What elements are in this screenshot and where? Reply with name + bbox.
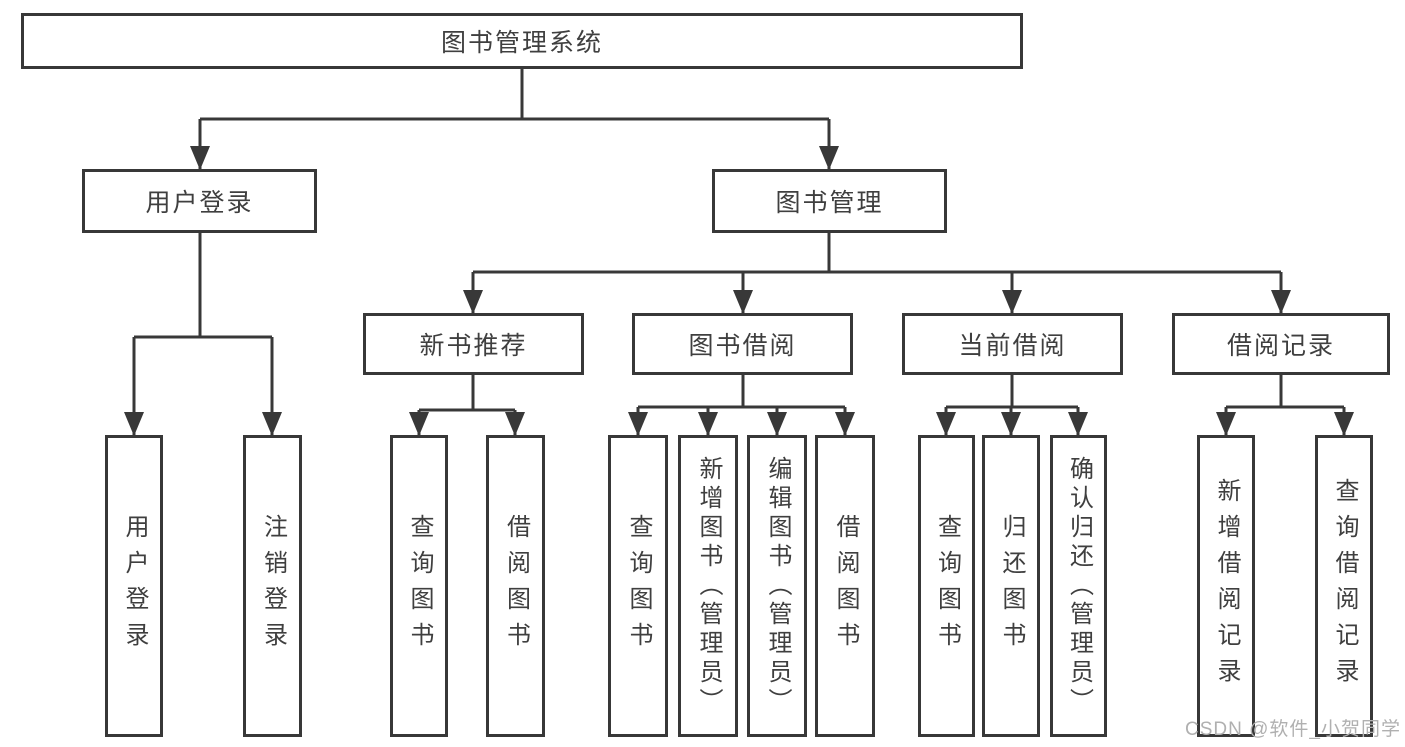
leaf-cb-return-books: 归还图书 [982, 435, 1040, 737]
node-user-login: 用户登录 [82, 169, 317, 233]
leaf-user-login: 用户登录 [105, 435, 163, 737]
leaf-nb-query-books-label: 查询图书 [406, 514, 433, 658]
leaf-nb-borrow-books: 借阅图书 [486, 435, 545, 737]
leaf-logout: 注销登录 [243, 435, 302, 737]
leaf-bb-borrow-books-label: 借阅图书 [832, 514, 859, 658]
leaf-br-query-record-label: 查询借阅记录 [1331, 478, 1358, 694]
node-book-management: 图书管理 [712, 169, 947, 233]
leaf-cb-confirm-return-admin-label: 确认归还（管理员） [1065, 455, 1093, 717]
node-book-borrow-label: 图书借阅 [688, 332, 797, 360]
leaf-cb-query-books-label: 查询图书 [933, 514, 961, 658]
watermark: CSDN @软件_小贺同学 [1185, 719, 1401, 740]
node-book-management-label: 图书管理 [775, 189, 884, 217]
leaf-bb-edit-books-admin: 编辑图书（管理员） [747, 435, 807, 737]
node-user-login-label: 用户登录 [145, 189, 254, 217]
leaf-nb-query-books: 查询图书 [390, 435, 448, 737]
leaf-br-add-record: 新增借阅记录 [1197, 435, 1255, 737]
leaf-br-query-record: 查询借阅记录 [1315, 435, 1373, 737]
leaf-cb-confirm-return-admin: 确认归还（管理员） [1050, 435, 1107, 737]
node-borrow-records-label: 借阅记录 [1226, 332, 1335, 360]
leaf-cb-return-books-label: 归还图书 [998, 514, 1025, 658]
node-borrow-records: 借阅记录 [1172, 313, 1390, 375]
leaf-bb-query-books: 查询图书 [608, 435, 668, 737]
leaf-bb-borrow-books: 借阅图书 [815, 435, 875, 737]
node-current-borrow-label: 当前借阅 [958, 332, 1067, 360]
node-book-borrow: 图书借阅 [632, 313, 853, 375]
node-new-book-recommend: 新书推荐 [363, 313, 584, 375]
leaf-bb-edit-books-admin-label: 编辑图书（管理员） [764, 455, 791, 717]
leaf-logout-label: 注销登录 [259, 514, 287, 658]
leaf-nb-borrow-books-label: 借阅图书 [502, 514, 530, 658]
leaf-bb-query-books-label: 查询图书 [625, 514, 652, 658]
node-root-label: 图书管理系统 [440, 29, 603, 57]
leaf-cb-query-books: 查询图书 [918, 435, 975, 737]
node-new-book-recommend-label: 新书推荐 [419, 332, 528, 360]
node-current-borrow: 当前借阅 [902, 313, 1123, 375]
leaf-user-login-label: 用户登录 [121, 514, 148, 658]
leaf-bb-add-books-admin-label: 新增图书（管理员） [695, 455, 722, 717]
leaf-br-add-record-label: 新增借阅记录 [1213, 478, 1240, 694]
node-root: 图书管理系统 [21, 13, 1023, 69]
leaf-bb-add-books-admin: 新增图书（管理员） [678, 435, 738, 737]
